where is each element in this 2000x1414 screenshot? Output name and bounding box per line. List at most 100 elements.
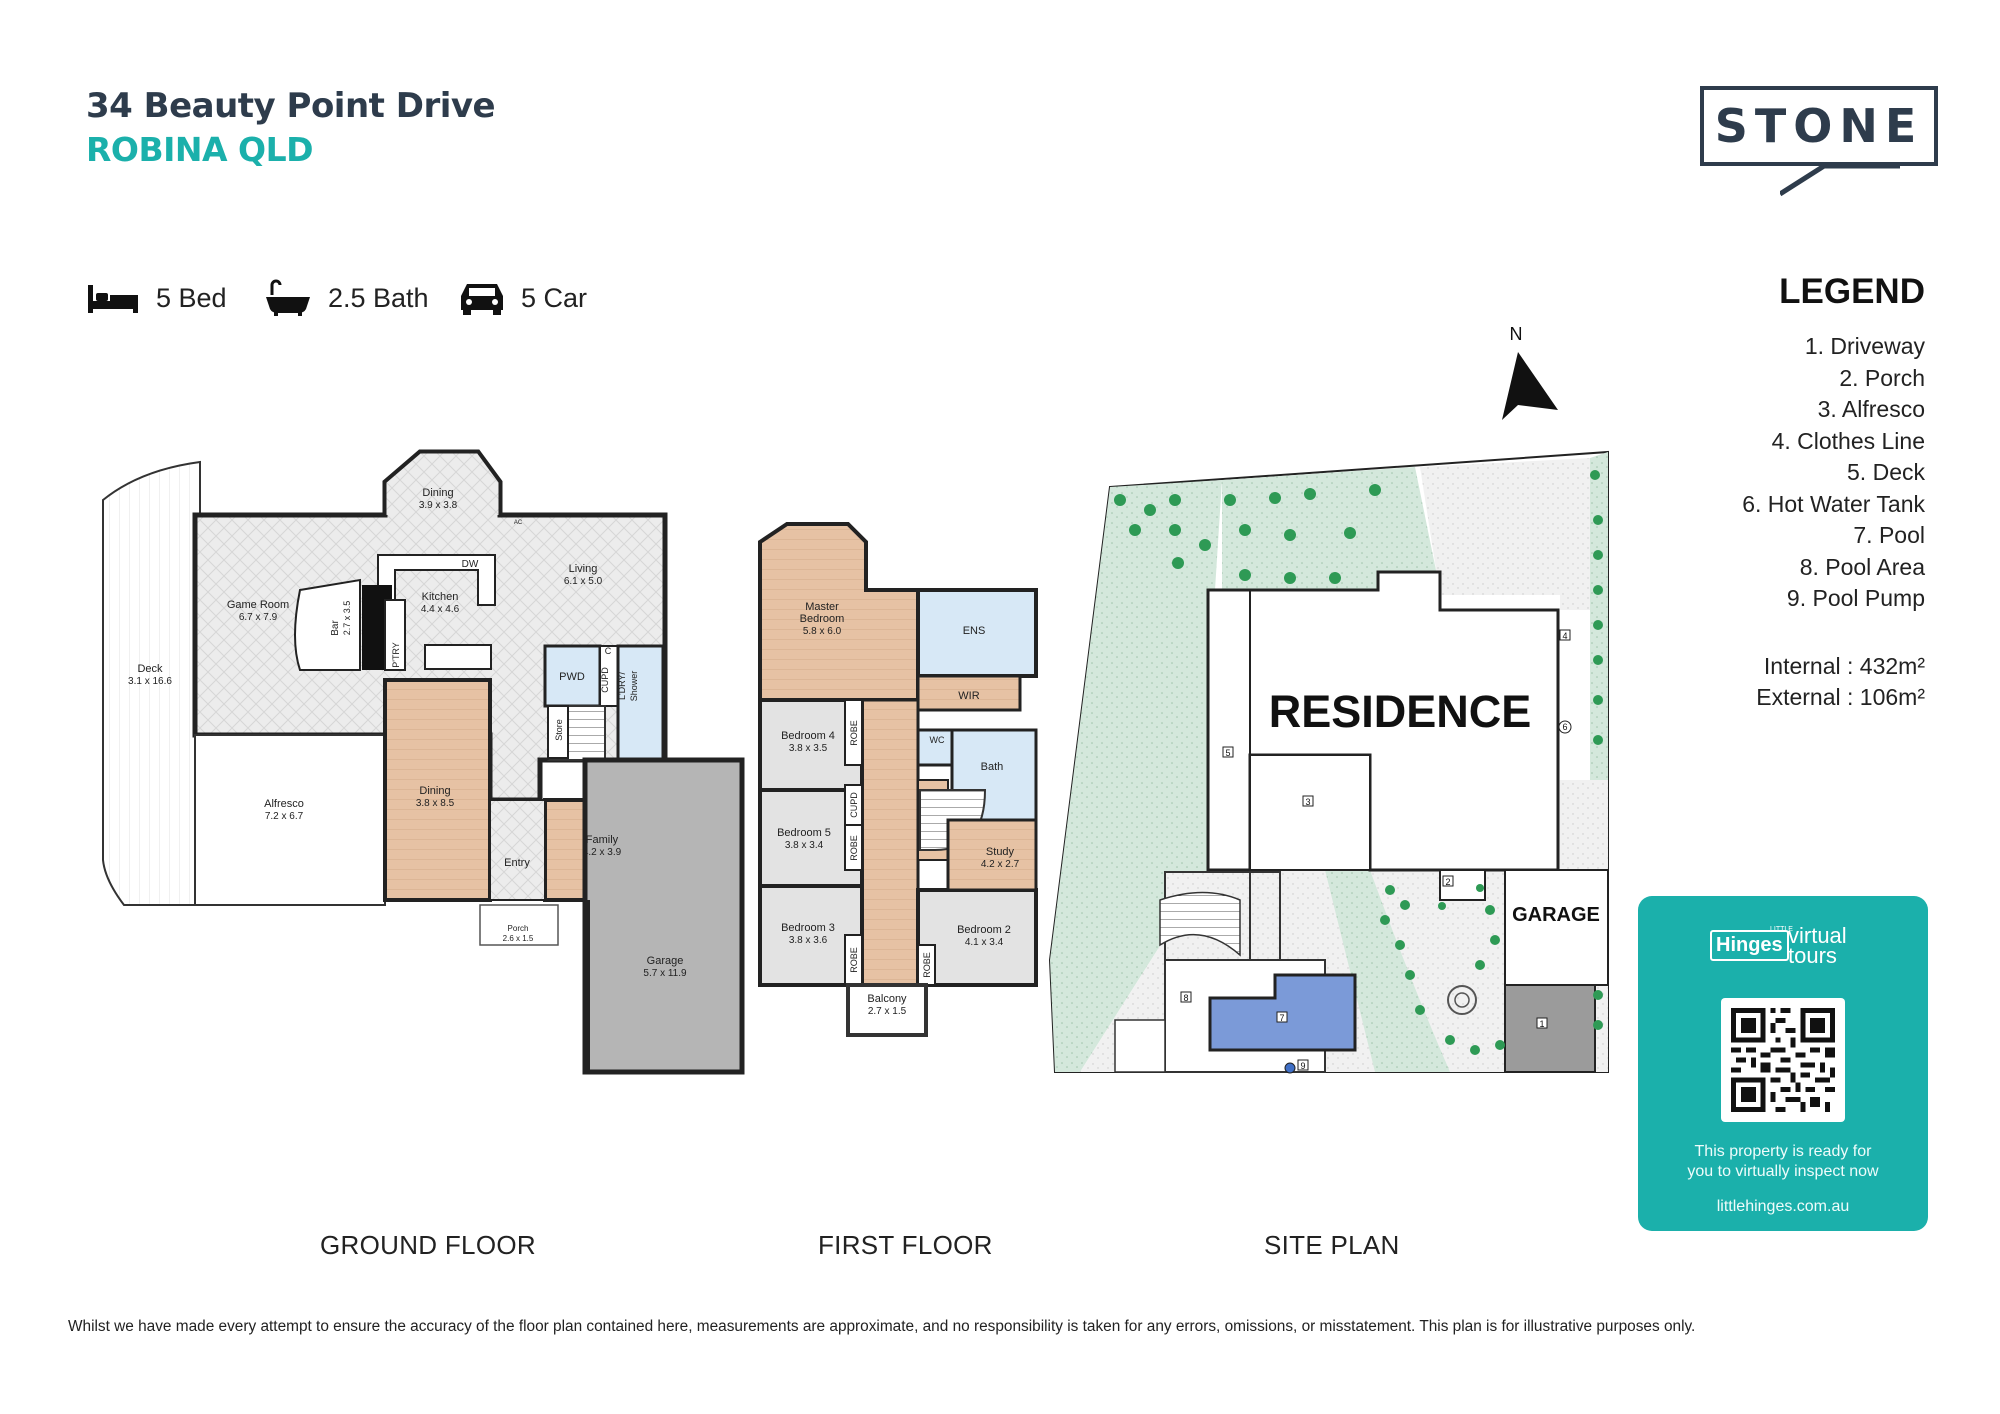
room-cupd-label: CUPD bbox=[600, 667, 610, 693]
qr-code-icon bbox=[1731, 1008, 1835, 1112]
room-alfresco-name: Alfresco bbox=[264, 798, 304, 810]
virtual-tours-logo-text: virtual tours bbox=[1788, 923, 1847, 968]
room-bar-name: Bar bbox=[330, 620, 341, 636]
room-dining-name: Dining bbox=[419, 785, 450, 797]
bath-icon bbox=[266, 279, 310, 316]
feature-bed-label: 5 Bed bbox=[156, 282, 227, 313]
room-porch-dims: 2.6 x 1.5 bbox=[503, 934, 534, 943]
legend-item: 9. Pool Pump bbox=[1786, 585, 1925, 611]
little-hinges-logo: Hinges bbox=[1710, 930, 1789, 961]
room-balcony-name: Balcony bbox=[867, 993, 907, 1005]
legend-item: 6. Hot Water Tank bbox=[1742, 490, 1925, 517]
ground-floor-label: GROUND FLOOR bbox=[320, 1230, 536, 1260]
legend-list: 1. Driveway 2. Porch 3. Alfresco 4. Clot… bbox=[1742, 331, 1925, 615]
ground-floor-plan bbox=[102, 449, 745, 1075]
feature-car: 5 Car bbox=[459, 278, 587, 318]
room-entry-name: Entry bbox=[504, 857, 530, 869]
room-alfresco-dims: 7.2 x 6.7 bbox=[265, 811, 304, 822]
legend-title: LEGEND bbox=[1779, 272, 1925, 311]
room-deck-name: Deck bbox=[137, 663, 163, 675]
little-hinges-little: LITTLE bbox=[1770, 926, 1793, 933]
north-arrow-icon bbox=[1502, 352, 1558, 420]
address-line1: 34 Beauty Point Drive bbox=[86, 86, 496, 126]
legend-item: 3. Alfresco bbox=[1817, 396, 1925, 422]
marker-pool: 7 bbox=[1279, 1013, 1284, 1023]
room-porch-name: Porch bbox=[508, 924, 529, 933]
marker-pool-area: 8 bbox=[1183, 993, 1188, 1003]
room-ptry-name: P'TRY bbox=[391, 642, 401, 668]
room-wc-label: WC bbox=[930, 735, 945, 745]
room-master-dims: 5.8 x 6.0 bbox=[803, 626, 842, 637]
legend-item: 4. Clothes Line bbox=[1771, 427, 1925, 454]
stone-logo: STONE bbox=[1700, 86, 1938, 166]
site-plan: N bbox=[1048, 324, 1609, 1074]
room-c-label: C bbox=[605, 646, 612, 656]
room-robe4-label: ROBE bbox=[922, 952, 932, 978]
room-pwd-label: PWD bbox=[559, 671, 585, 683]
room-dining-dims: 3.8 x 8.5 bbox=[416, 798, 455, 809]
room-bed2-name: Bedroom 2 bbox=[957, 924, 1011, 936]
car-icon bbox=[461, 284, 503, 315]
feature-car-label: 5 Car bbox=[521, 282, 588, 313]
site-trees bbox=[1114, 470, 1603, 1055]
room-bed3-dims: 3.8 x 3.6 bbox=[789, 935, 828, 946]
room-balcony-dims: 2.7 x 1.5 bbox=[868, 1006, 907, 1017]
room-master-name: Master bbox=[805, 601, 839, 613]
room-bed3-name: Bedroom 3 bbox=[781, 922, 835, 934]
external-area: External : 106m² bbox=[1756, 684, 1925, 710]
room-family-name: Family bbox=[586, 834, 619, 846]
marker-hot-water-tank: 6 bbox=[1562, 722, 1567, 732]
feature-bath: 2.5 Bath bbox=[264, 278, 429, 318]
legend-item: 1. Driveway bbox=[1804, 333, 1925, 359]
room-living-dims: 6.1 x 5.0 bbox=[564, 576, 603, 587]
legend-item: 7. Pool bbox=[1853, 522, 1925, 548]
room-bed4-dims: 3.8 x 3.5 bbox=[789, 743, 828, 754]
marker-alfresco: 3 bbox=[1305, 797, 1310, 807]
tours-text: tours bbox=[1788, 943, 1837, 968]
room-garage-name: Garage bbox=[647, 955, 684, 967]
room-robe2-label: ROBE bbox=[849, 835, 859, 861]
ground-floor-labels: Deck 3.1 x 16.6 Game Room 6.7 x 7.9 Bar … bbox=[128, 487, 687, 979]
first-floor-plan bbox=[758, 522, 1038, 1037]
logo-text: STONE bbox=[1714, 99, 1924, 153]
room-bed5-dims: 3.8 x 3.4 bbox=[785, 840, 824, 851]
room-study-dims: 4.2 x 2.7 bbox=[981, 859, 1020, 870]
marker-driveway: 1 bbox=[1539, 1019, 1544, 1029]
address-line2: ROBINA QLD bbox=[86, 130, 314, 169]
room-dw-label: DW bbox=[462, 559, 479, 570]
room-bed4-name: Bedroom 4 bbox=[781, 730, 835, 742]
bed-icon bbox=[88, 285, 138, 313]
room-ac-label: AC bbox=[514, 520, 523, 526]
room-store-label: Store bbox=[554, 719, 564, 741]
room-robe1-label: ROBE bbox=[849, 720, 859, 746]
first-floor-label: FIRST FLOOR bbox=[818, 1230, 993, 1260]
room-cupd-label: CUPD bbox=[849, 792, 859, 818]
room-kitchen-dims: 4.4 x 4.6 bbox=[421, 604, 460, 615]
room-wir-label: WIR bbox=[958, 690, 979, 702]
room-deck-dims: 3.1 x 16.6 bbox=[128, 676, 172, 687]
virtual-tours-url[interactable]: littlehinges.com.au bbox=[1716, 1198, 1850, 1215]
internal-area: Internal : 432m² bbox=[1763, 653, 1925, 679]
marker-clothes-line: 4 bbox=[1562, 631, 1567, 641]
room-family-dims: 4.2 x 3.9 bbox=[583, 847, 622, 858]
virtual-tours-text: This property is ready for you to virtua… bbox=[1638, 1142, 1928, 1182]
virtual-tours-card[interactable]: Hinges LITTLE virtual tours This propert… bbox=[1638, 896, 1928, 1231]
virtual-text: virtual bbox=[1788, 923, 1847, 948]
qr-code[interactable] bbox=[1721, 998, 1845, 1122]
site-garage-label: GARAGE bbox=[1512, 904, 1600, 926]
logo-tail-icon bbox=[1780, 163, 1900, 197]
room-game-name: Game Room bbox=[227, 599, 289, 611]
room-bed2-dims: 4.1 x 3.4 bbox=[965, 937, 1004, 948]
room-bar-dims: 2.7 x 3.5 bbox=[342, 601, 352, 636]
legend-item: 8. Pool Area bbox=[1799, 553, 1925, 580]
first-floor-labels: Master Bedroom 5.8 x 6.0 ENS WIR Bedroom… bbox=[777, 601, 1020, 1017]
disclaimer: Whilst we have made every attempt to ens… bbox=[68, 1318, 1696, 1335]
room-kitchen-name: Kitchen bbox=[422, 591, 459, 603]
feature-bed: 5 Bed bbox=[86, 278, 227, 318]
room-ldry-label: L'DRY/ bbox=[617, 671, 627, 700]
room-ens-label: ENS bbox=[963, 625, 986, 637]
room-bed5-name: Bedroom 5 bbox=[777, 827, 831, 839]
legend-item: 5. Deck bbox=[1847, 459, 1925, 485]
room-shower-label: Shower bbox=[629, 671, 639, 702]
